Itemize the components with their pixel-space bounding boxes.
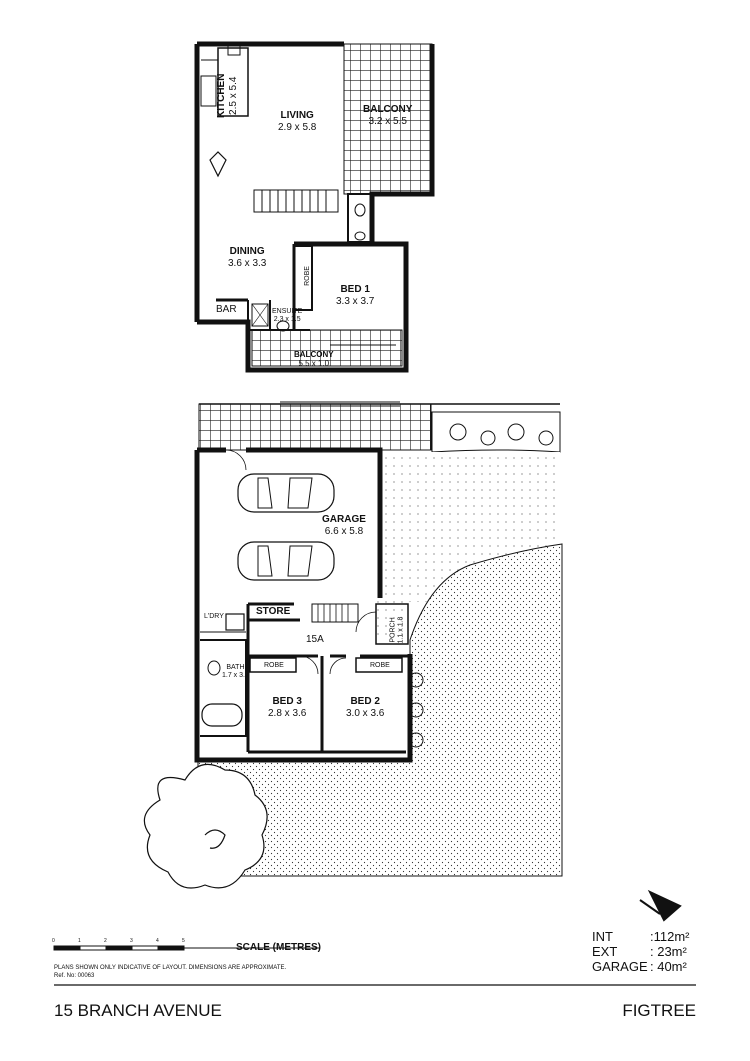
robe-bed1 bbox=[293, 245, 313, 311]
robe-label: ROBE bbox=[303, 266, 311, 286]
tree-icon bbox=[143, 763, 268, 889]
scale-label: SCALE (METRES) bbox=[236, 942, 321, 953]
area-garage: GARAGE: 40m² bbox=[592, 959, 687, 974]
scale-bar bbox=[53, 945, 320, 951]
lower-level bbox=[143, 401, 563, 889]
car-icons bbox=[237, 473, 335, 581]
unit-label: 15A bbox=[306, 634, 324, 645]
suburb: FIGTREE bbox=[622, 1001, 696, 1020]
address: 15 BRANCH AVENUE bbox=[54, 1001, 222, 1020]
area-summary: INT:112m² EXT: 23m² GARAGE: 40m² bbox=[592, 929, 690, 974]
robe2-label: ROBE bbox=[370, 662, 390, 669]
area-ext: EXT: 23m² bbox=[592, 944, 687, 959]
area-int: INT:112m² bbox=[592, 929, 690, 944]
north-arrow-icon bbox=[639, 889, 682, 922]
store-label: STORE bbox=[256, 606, 291, 617]
bar-label: BAR bbox=[216, 304, 237, 315]
reference-number: Ref. No: 00063 bbox=[54, 973, 95, 979]
robe3-label: ROBE bbox=[264, 662, 284, 669]
disclaimer: PLANS SHOWN ONLY INDICATIVE OF LAYOUT. D… bbox=[54, 965, 287, 971]
upper-level bbox=[194, 41, 435, 373]
flower-icons bbox=[408, 423, 554, 748]
laundry-label: L'DRY bbox=[204, 613, 224, 620]
